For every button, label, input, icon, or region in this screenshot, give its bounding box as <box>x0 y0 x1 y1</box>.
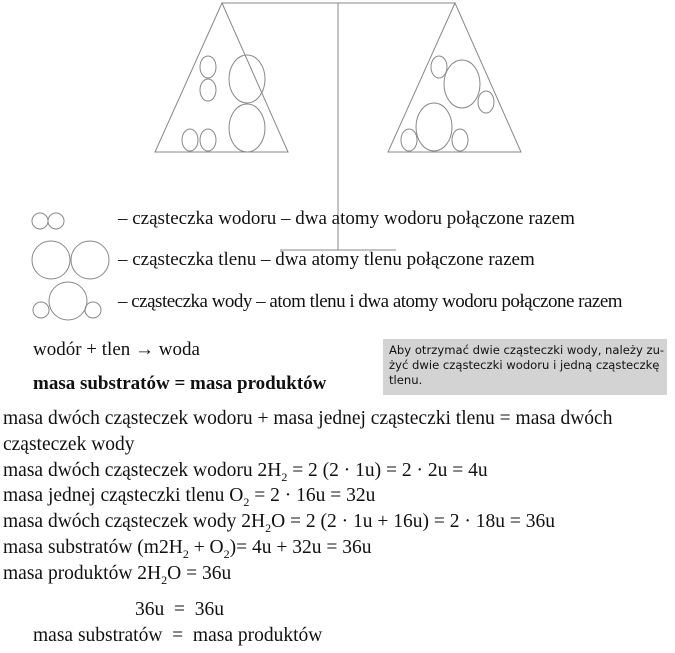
result-values: 36u = 36u <box>135 599 224 620</box>
calc-line: cząsteczek wody <box>3 434 135 455</box>
note-box: Aby otrzymać dwie cząsteczki wody, należ… <box>383 339 667 395</box>
calc-line: masa dwóch cząsteczek wodoru 2H2 = 2 (2 … <box>3 460 488 484</box>
note-line: żyć dwie cząsteczki wodoru i jedną cząst… <box>389 358 660 372</box>
reaction-equation: wodór + tlen → woda <box>33 339 200 360</box>
calc-line: masa produktów 2H2O = 36u <box>3 563 232 587</box>
left-pan-substrates <box>154 1 289 153</box>
oxygen-molecule-icon <box>31 240 110 280</box>
legend-water: – cząsteczka wody – atom tlenu i dwa ato… <box>118 291 623 312</box>
calc-line: masa dwóch cząsteczek wody 2H2O = 2 (2 ·… <box>3 511 555 535</box>
right-pan-products <box>387 1 522 153</box>
note-line: Aby otrzymać dwie cząsteczki wody, należ… <box>389 343 665 357</box>
result-words: masa substratów = masa produktów <box>33 625 323 646</box>
calc-line: masa dwóch cząsteczek wodoru + masa jedn… <box>3 408 613 429</box>
legend-hydrogen: – cząsteczka wodoru – dwa atomy wodoru p… <box>118 208 575 229</box>
water-molecule-icon <box>32 281 102 321</box>
note-line: tlenu. <box>389 373 423 387</box>
balance-frame <box>222 2 455 251</box>
calc-line: masa jednej cząsteczki tlenu O2 = 2 · 16… <box>3 485 376 509</box>
legend-oxygen: – cząsteczka tlenu – dwa atomy tlenu poł… <box>118 249 535 270</box>
mass-conservation-law: masa substratów = masa produktów <box>33 373 327 394</box>
hydrogen-molecule-icon <box>31 212 65 230</box>
calc-line: masa substratów (m2H2 + O2)= 4u + 32u = … <box>3 537 372 561</box>
